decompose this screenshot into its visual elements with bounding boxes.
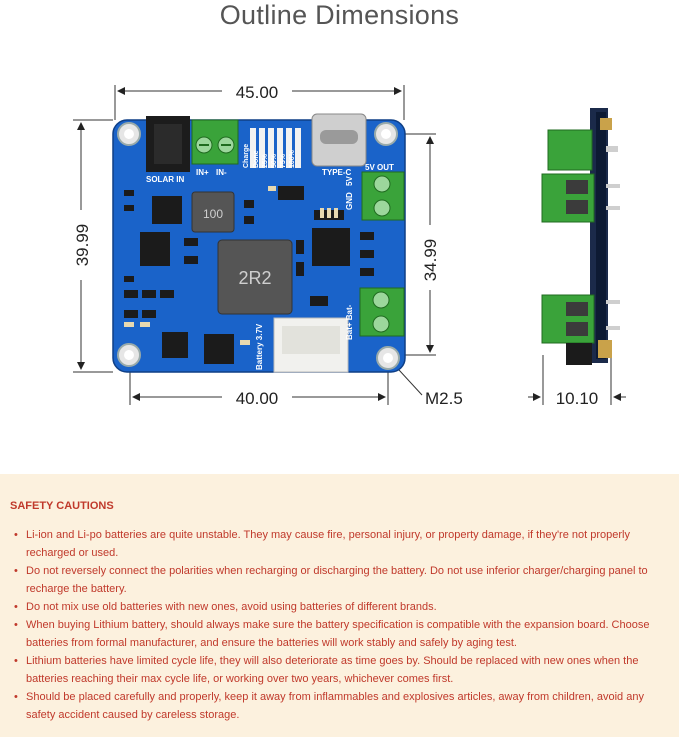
p100-label: 100% (289, 149, 296, 168)
gnd-label: GND (345, 192, 354, 210)
side-thickness-label: 10.10 (556, 389, 599, 408)
small-inductor-label: 100 (203, 207, 223, 221)
safety-item: Lithium batteries have limited cycle lif… (10, 652, 669, 688)
bat-label: Bat+ Bat- (345, 304, 354, 340)
p75-label: 75% (280, 153, 287, 168)
top-width-label: 45.00 (236, 83, 279, 102)
large-inductor (217, 239, 293, 315)
left-height-dimension (73, 119, 113, 373)
safety-item: Should be placed carefully and properly,… (10, 688, 669, 724)
mcu-chip (312, 228, 350, 266)
in-minus-label: IN- (216, 168, 227, 177)
5v-out-label: 5V OUT (365, 163, 394, 172)
p25-label: 25% (262, 153, 269, 168)
5v-label: 5V (345, 176, 354, 186)
ic-chip (204, 334, 234, 364)
safety-heading: SAFETY CAUTIONS (10, 500, 114, 512)
dimension-drawing: 45.00 39.99 34.99 40.00 M2.5 10.10 (73, 83, 626, 408)
side-thickness-dimension (528, 355, 626, 405)
hole-label: M2.5 (425, 389, 463, 408)
safety-cautions-section: SAFETY CAUTIONS Li-ion and Li-po batteri… (0, 474, 679, 737)
charge-label: Charge (243, 144, 250, 168)
page-title: Outline Dimensions (219, 0, 460, 30)
status-leds (250, 128, 301, 168)
done-label: Done (253, 150, 260, 168)
safety-item: Li-ion and Li-po batteries are quite uns… (10, 526, 669, 562)
battery-label: Battery 3.7V (255, 323, 264, 370)
safety-item: Do not reversely connect the polarities … (10, 562, 669, 598)
outline-figure: 45.00 39.99 34.99 40.00 M2.5 10.10 (0, 30, 679, 470)
type-c-label: TYPE-C (322, 168, 352, 177)
solar-in-label: SOLAR IN (146, 175, 184, 184)
bottom-width-label: 40.00 (236, 389, 279, 408)
pcb-top-view: SOLAR IN IN+ IN- TYPE-C 5V OUT GND 5V Ba… (112, 113, 406, 373)
in-plus-label: IN+ (196, 168, 209, 177)
safety-item: When buying Lithium battery, should alwa… (10, 616, 669, 652)
ic-chip (152, 196, 182, 224)
side-input-terminal (547, 129, 593, 171)
ic-chip (162, 332, 188, 358)
right-height-dimension (405, 133, 436, 356)
right-height-label: 34.99 (421, 239, 440, 282)
top-width-dimension (114, 85, 405, 120)
safety-list: Li-ion and Li-po batteries are quite uns… (10, 526, 669, 724)
safety-item: Do not mix use old batteries with new on… (10, 598, 669, 616)
p50-label: 50% (271, 153, 278, 168)
pcb-side-view (541, 108, 620, 365)
ic-chip (140, 232, 170, 266)
left-height-label: 39.99 (73, 224, 92, 267)
large-inductor-label: 2R2 (238, 268, 271, 288)
small-inductor (191, 191, 235, 233)
